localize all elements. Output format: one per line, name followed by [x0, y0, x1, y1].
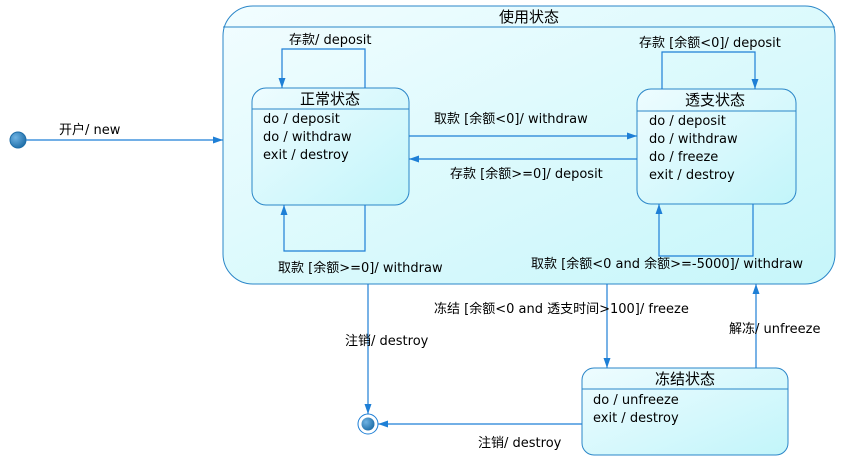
state-frozen[interactable]: 冻结状态 do / unfreeze exit / destroy	[581, 367, 789, 456]
label-overdraft-self-deposit: 存款 [余额<0]/ deposit	[639, 35, 781, 51]
transition-normal-self-deposit[interactable]	[278, 48, 366, 88]
label-close-from-frozen: 注销/ destroy	[478, 436, 562, 451]
state-overdraft-title: 透支状态	[685, 91, 745, 109]
label-freeze: 冻结 [余额<0 and 透支时间>100]/ freeze	[434, 301, 689, 317]
state-normal-action: exit / destroy	[263, 148, 349, 163]
label-overdraft-to-normal: 存款 [余额>=0]/ deposit	[450, 166, 603, 182]
composite-state-in-use[interactable]: 使用状态	[222, 5, 836, 285]
state-normal[interactable]: 正常状态 do / deposit do / withdraw exit / d…	[251, 87, 410, 206]
initial-node[interactable]	[9, 131, 27, 149]
label-unfreeze: 解冻/ unfreeze	[729, 321, 820, 337]
transition-overdraft-self-deposit[interactable]	[661, 51, 759, 89]
label-close-from-using: 注销/ destroy	[345, 334, 429, 349]
transition-overdraft-self-withdraw[interactable]	[655, 204, 754, 257]
state-overdraft-action: do / freeze	[649, 150, 718, 165]
state-frozen-title: 冻结状态	[655, 370, 715, 388]
label-normal-to-overdraft: 取款 [余额<0]/ withdraw	[434, 111, 588, 127]
label-overdraft-self-withdraw: 取款 [余额<0 and 余额>=-5000]/ withdraw	[531, 256, 803, 272]
state-overdraft-action: do / withdraw	[649, 132, 738, 147]
final-node[interactable]	[357, 413, 379, 435]
state-normal-action: do / withdraw	[263, 130, 352, 145]
state-overdraft[interactable]: 透支状态 do / deposit do / withdraw do / fre…	[636, 88, 797, 205]
state-frozen-action: do / unfreeze	[593, 393, 679, 408]
transition-normal-self-withdraw[interactable]	[280, 205, 366, 252]
label-normal-self-deposit: 存款/ deposit	[289, 33, 371, 48]
label-open: 开户/ new	[59, 122, 121, 138]
composite-state-title: 使用状态	[499, 8, 559, 26]
state-normal-title: 正常状态	[300, 90, 360, 108]
state-normal-action: do / deposit	[263, 112, 340, 127]
state-overdraft-action: do / deposit	[649, 114, 726, 129]
state-overdraft-action: exit / destroy	[649, 168, 735, 183]
label-normal-self-withdraw: 取款 [余额>=0]/ withdraw	[278, 260, 443, 276]
state-frozen-action: exit / destroy	[593, 411, 679, 426]
